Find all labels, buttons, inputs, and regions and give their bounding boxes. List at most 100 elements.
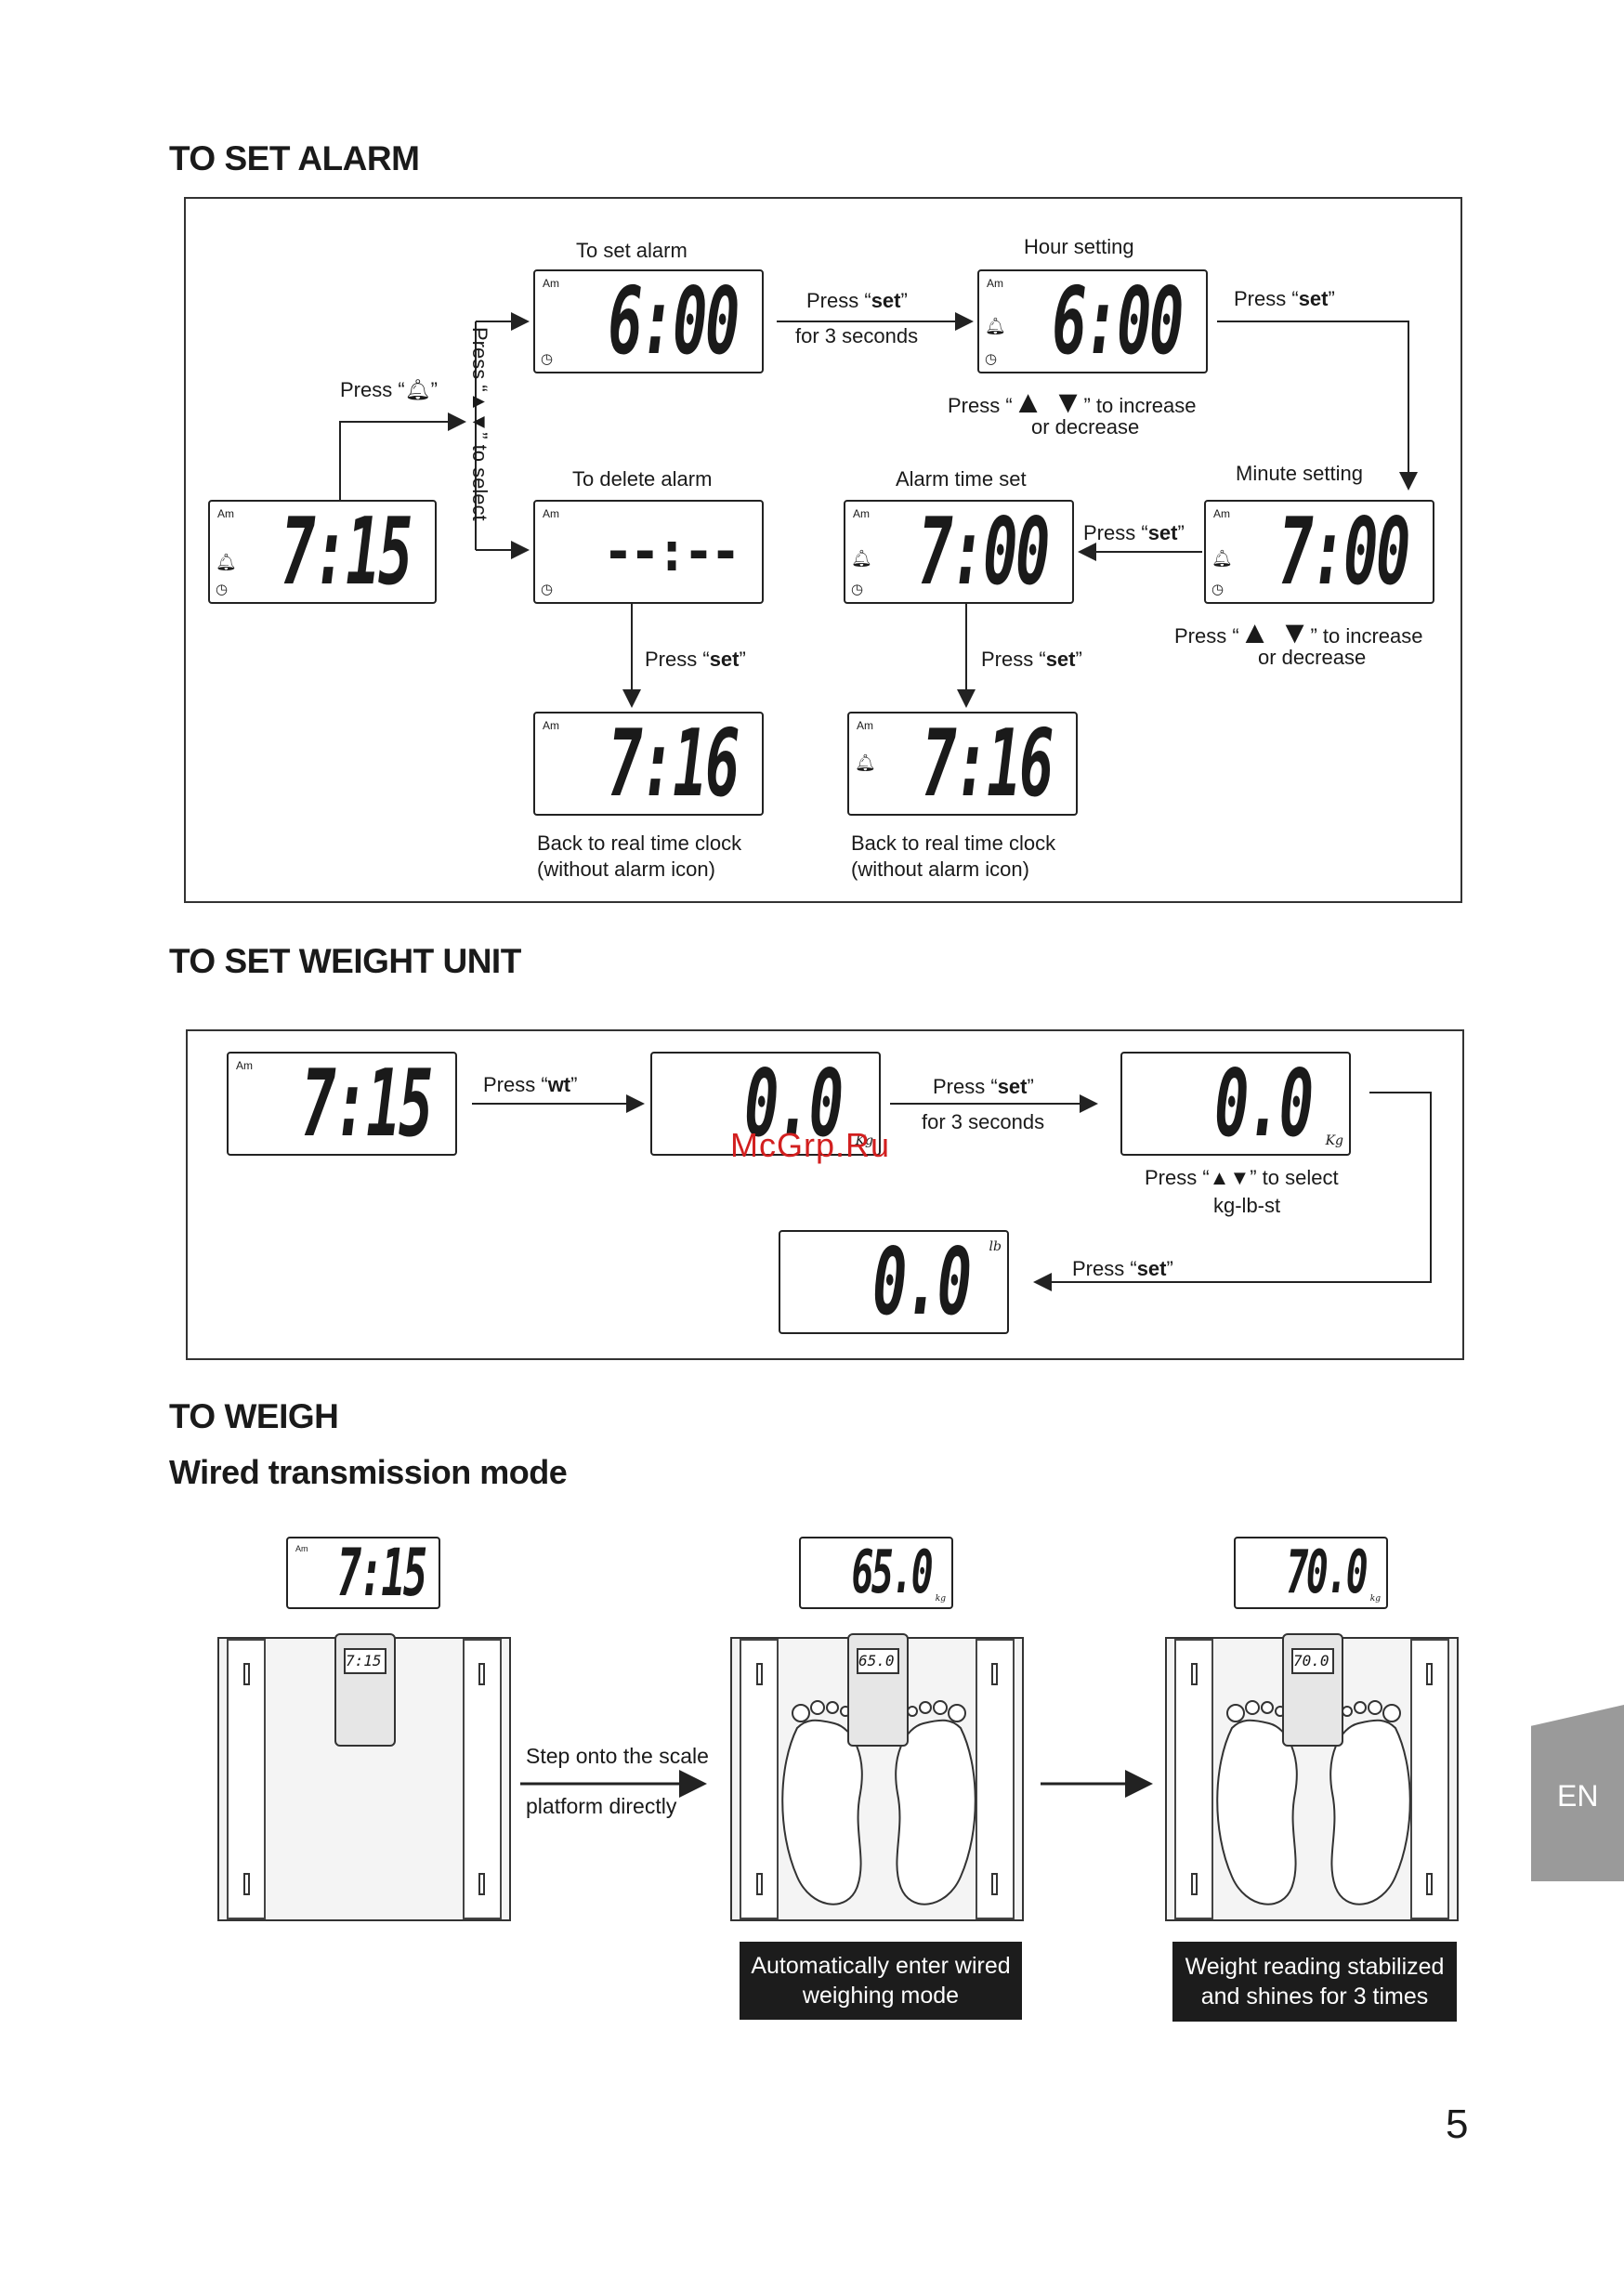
sensor-slot (991, 1873, 998, 1895)
lcd-weight-lb: 0.0 lb (779, 1230, 1009, 1334)
bell-icon: 🔔︎ (851, 549, 872, 568)
am-indicator: Am (1213, 507, 1230, 520)
label-press-select-wu: Press “▲▼” to select (1145, 1166, 1339, 1189)
label-press-select-vertical: Press “▲▼” to select (468, 327, 491, 521)
sensor-slot (1426, 1873, 1433, 1895)
press-set-post: ” (1075, 648, 1082, 671)
press-set-pre: Press “ (1234, 287, 1299, 310)
label-without-alarm-icon-1: (without alarm icon) (537, 858, 715, 881)
heading-set-alarm: TO SET ALARM (169, 139, 420, 177)
label-press-wt: Press “wt” (483, 1072, 577, 1098)
press-updown-post: ” to increase (1310, 624, 1423, 648)
weigh-arrows (520, 1770, 1153, 1798)
label-for-3-seconds-wu: for 3 seconds (922, 1110, 1045, 1133)
lcd-value: 6:00 (1052, 267, 1185, 375)
set-word: set (997, 1075, 1028, 1098)
sensor-slot (1191, 1663, 1198, 1685)
label-press-updown-minute: Press “▲ ▼” to increase (1174, 613, 1423, 653)
label-to-set-alarm: To set alarm (576, 239, 688, 262)
label-press-set-e: Press “set” (981, 647, 1082, 673)
scale-display-unit: 7:15 (334, 1633, 396, 1747)
up-down-arrows-icon: ▲ ▼ (1238, 615, 1311, 650)
scale-display-unit: 65.0 (847, 1633, 909, 1747)
scale-display-unit: 70.0 (1282, 1633, 1343, 1747)
label-minute-setting: Minute setting (1236, 462, 1363, 485)
feet-icon (781, 1700, 976, 1905)
watermark: McGrp.Ru (730, 1126, 891, 1164)
lcd-value: 65.0 (851, 1538, 933, 1607)
label-press-bell: Press “🔔︎” (340, 377, 438, 403)
label-press-set-d: Press “set” (645, 647, 746, 673)
lcd-value: 0.0 (872, 1227, 972, 1336)
sensor-slot (478, 1663, 485, 1685)
sensor-slot (756, 1873, 763, 1895)
language-tab-label: EN (1557, 1779, 1599, 1813)
press-set-post: ” (1177, 521, 1185, 544)
lcd-value: 6:00 (608, 267, 740, 375)
lcd-value: 7:15 (301, 1049, 434, 1158)
caption-line: weighing mode (802, 1983, 960, 2009)
press-updown-post: ” to increase (1083, 394, 1197, 417)
weigh-display-2: 65.0 kg (799, 1537, 953, 1609)
sensor-slot (243, 1873, 250, 1895)
page-number: 5 (1446, 2101, 1469, 2147)
unit-label: Kg (1325, 1133, 1343, 1148)
up-down-arrows-icon: ▲ ▼ (1012, 385, 1084, 420)
unit-label: kg (935, 1594, 946, 1604)
scale-platform-feet-1: 65.0 (730, 1633, 1024, 1921)
clock-icon: ◷ (541, 582, 554, 597)
lcd-value: 0.0 (1214, 1049, 1314, 1158)
set-word: set (1136, 1257, 1167, 1280)
label-units-line: kg-lb-st (1213, 1194, 1281, 1217)
label-press-set-wu-b: Press “set” (1072, 1256, 1173, 1282)
label-back-real-time-1: Back to real time clock (537, 831, 742, 855)
set-word: set (709, 648, 740, 671)
lcd-value: 7:00 (1278, 497, 1411, 606)
sensor-slot (756, 1663, 763, 1685)
bell-icon: 🔔︎ (216, 553, 237, 571)
press-set-post: ” (1328, 287, 1335, 310)
press-updown-pre: Press “ (1174, 624, 1239, 648)
press-bell-pre: Press “ (340, 378, 405, 401)
lcd-set-alarm: Am ◷ 6:00 (533, 269, 764, 373)
scale-rail-left (1174, 1639, 1213, 1919)
lcd-back-clock-1: Am 7:16 (533, 712, 764, 816)
sensor-slot (478, 1873, 485, 1895)
lcd-value: 0.0 (744, 1049, 844, 1158)
scale-rail-right (463, 1639, 502, 1919)
label-press-updown-hour: Press “▲ ▼” to increase (948, 383, 1197, 423)
press-wt-pre: Press “ (483, 1073, 548, 1096)
weigh-display-1: Am 7:15 (286, 1537, 440, 1609)
alarm-flow-arrows (339, 312, 1418, 708)
label-or-decrease-hour: or decrease (1031, 415, 1140, 439)
subheading-wired-mode: Wired transmission mode (169, 1453, 568, 1491)
bell-icon: 🔔︎ (1211, 549, 1233, 568)
scale-screen: 65.0 (857, 1648, 899, 1674)
weight-unit-diagram-frame (186, 1029, 1464, 1360)
set-word: set (871, 289, 901, 312)
label-back-real-time-2: Back to real time clock (851, 831, 1056, 855)
label-press-set-b: Press “set” (1234, 286, 1335, 312)
label-press-set-a: Press “set” (806, 288, 908, 314)
label-press-set-c: Press “set” (1083, 520, 1185, 546)
press-set-post: ” (900, 289, 908, 312)
press-updown-pre: Press “ (948, 394, 1013, 417)
lcd-weight-kg-1: 0.0 Kg (650, 1052, 881, 1156)
am-indicator: Am (543, 277, 559, 290)
sensor-slot (1426, 1663, 1433, 1685)
caption-line: and shines for 3 times (1200, 1983, 1429, 2010)
am-indicator: Am (857, 719, 873, 732)
label-without-alarm-icon-2: (without alarm icon) (851, 858, 1029, 881)
am-indicator: Am (543, 507, 559, 520)
press-set-post: ” (1027, 1075, 1034, 1098)
lcd-weight-clock: Am 7:15 (227, 1052, 457, 1156)
lcd-delete-alarm: Am ◷ --:-- (533, 500, 764, 604)
lcd-value: 7:15 (337, 1535, 427, 1611)
press-set-post: ” (1166, 1257, 1173, 1280)
bell-icon: 🔔︎ (855, 753, 876, 772)
scale-rail-left (227, 1639, 266, 1919)
press-bell-post: ” (430, 378, 438, 401)
label-step-onto-scale: Step onto the scale (526, 1744, 709, 1768)
